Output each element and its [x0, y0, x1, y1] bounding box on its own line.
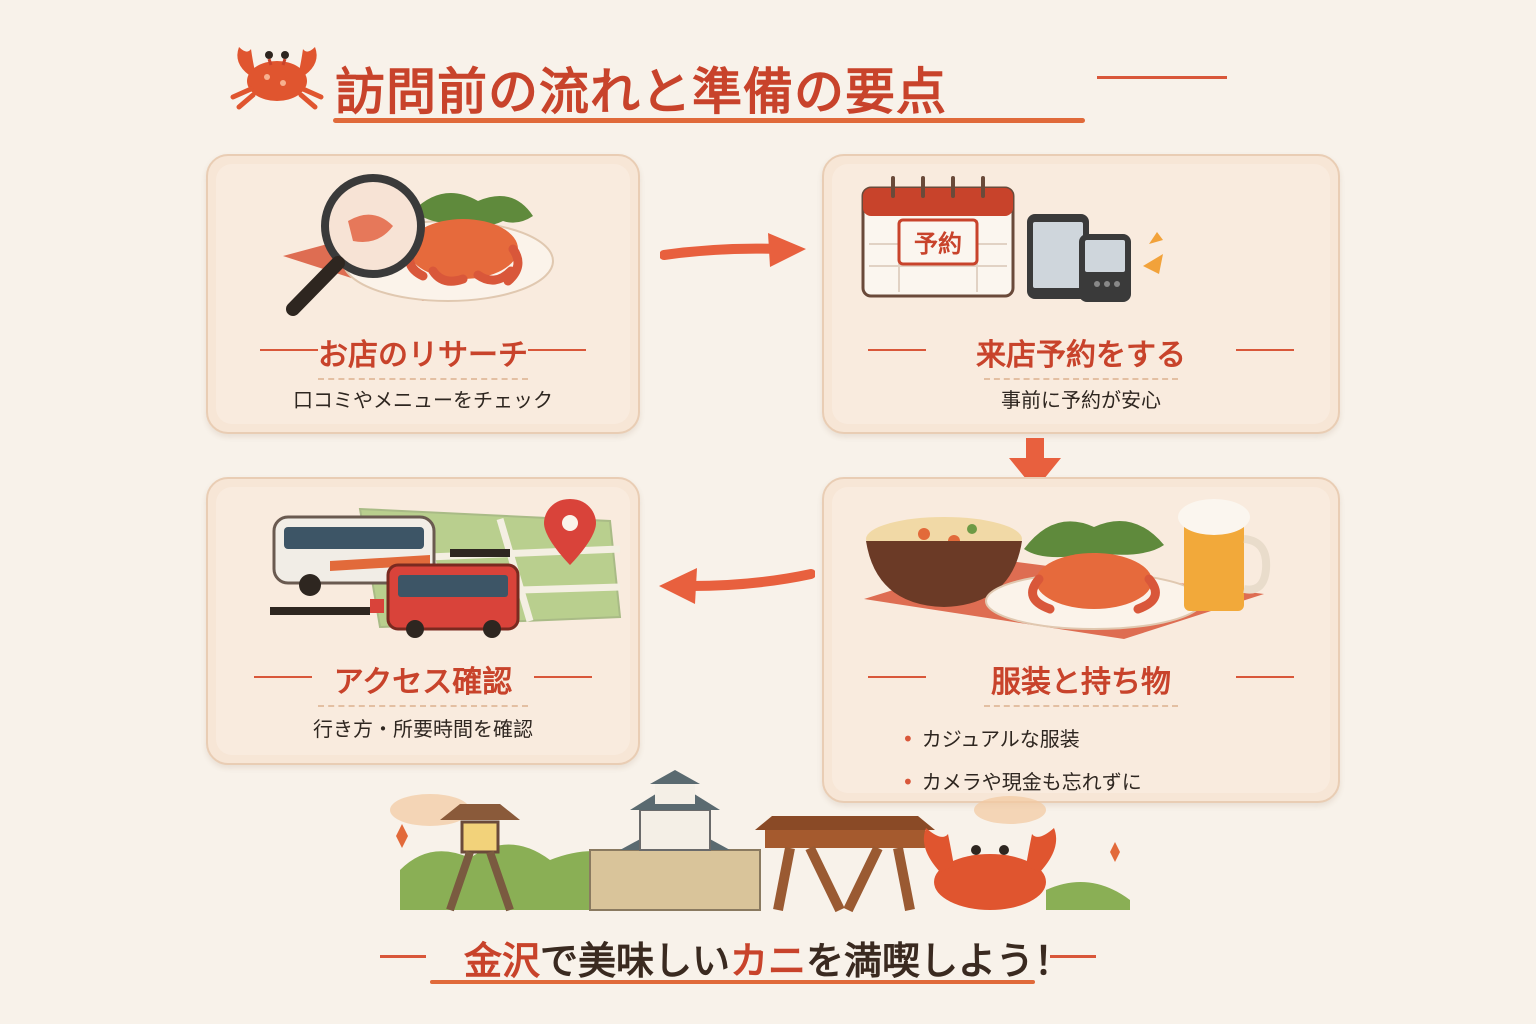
title-rule — [1097, 76, 1227, 79]
phone-icon — [1079, 234, 1131, 302]
step-card-access: アクセス確認 行き方・所要時間を確認 — [206, 477, 640, 765]
arrow-right-icon — [660, 233, 806, 267]
step-subtitle-research: 口コミやメニューをチェック — [293, 388, 553, 412]
footer-highlight-crab: カニ — [730, 939, 807, 983]
outfit-illustration — [864, 499, 1271, 639]
kanazawa-scenery-illustration — [390, 770, 1130, 913]
arrow-left-icon — [659, 568, 815, 604]
footer-text-part: で美味しい — [539, 939, 730, 983]
crab-plate-icon — [985, 521, 1203, 630]
footer-text-part: を満喫しよう！ — [806, 939, 1073, 983]
rice-bowl-icon — [866, 517, 1022, 607]
step-card-research: お店のリサーチ 口コミやメニューをチェック — [206, 154, 640, 434]
page-title: 訪問前の流れと準備の要点 — [335, 63, 947, 121]
calendar-icon: 予約 — [861, 176, 1015, 298]
reservation-illustration: 予約 — [861, 176, 1163, 302]
footer-underline — [430, 980, 1035, 984]
research-illustration — [283, 174, 554, 316]
title-area: 訪問前の流れと準備の要点 — [225, 30, 1245, 130]
footer-rule-right — [1050, 955, 1096, 958]
step-card-outfit: 服装と持ち物 •カジュアルな服装 •カメラや現金も忘れずに — [822, 477, 1340, 803]
access-illustration — [270, 499, 622, 638]
smartphone-icon — [1027, 214, 1089, 299]
step-title-research: お店のリサーチ — [318, 338, 528, 373]
gate-icon — [755, 816, 935, 913]
step-subtitle-access: 行き方・所要時間を確認 — [313, 717, 533, 741]
arrow-down-icon — [1009, 438, 1061, 490]
list-item: •カメラや現金も忘れずに — [902, 770, 1142, 794]
footer-message: 金沢で美味しいカニを満喫しよう！ — [0, 930, 1536, 985]
list-item: •カジュアルな服装 — [902, 727, 1080, 751]
crab-icon — [923, 828, 1057, 910]
step-card-reservation: 予約 来店予約をする 事前に予約が安心 — [822, 154, 1340, 434]
step-title-outfit: 服装と持ち物 — [991, 665, 1171, 700]
stone-lantern-icon — [440, 804, 520, 912]
step-title-access: アクセス確認 — [333, 665, 513, 700]
step-title-reservation: 来店予約をする — [976, 338, 1186, 373]
calendar-label: 予約 — [914, 230, 962, 258]
beer-mug-icon — [1178, 499, 1271, 611]
footer-highlight-kanazawa: 金沢 — [463, 939, 540, 983]
red-bus-icon — [386, 563, 520, 638]
title-underline — [333, 118, 1085, 123]
crab-icon — [230, 47, 324, 110]
castle-icon — [589, 770, 761, 911]
location-pin-icon — [544, 499, 596, 565]
footer-rule-left — [380, 955, 426, 958]
step-subtitle-reservation: 事前に予約が安心 — [1001, 388, 1161, 412]
outfit-bullet-list: •カジュアルな服装 •カメラや現金も忘れずに — [902, 723, 1142, 809]
